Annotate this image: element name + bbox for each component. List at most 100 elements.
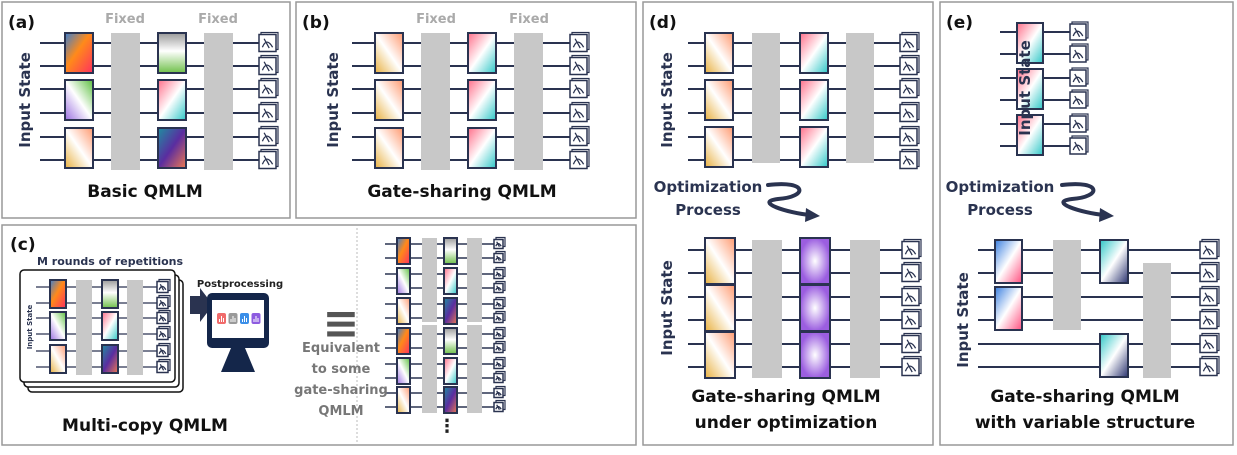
- measurement-box: [1199, 240, 1218, 260]
- measurement-box: [901, 287, 920, 307]
- gate: [704, 79, 734, 121]
- measurement-box: [569, 150, 588, 170]
- fixed-block: [127, 280, 143, 375]
- equivalent-text: QMLM: [318, 404, 363, 419]
- measurement-icon: [493, 356, 506, 370]
- measurement-icon: [1069, 113, 1089, 133]
- panel-b-label: (b): [302, 13, 330, 33]
- meter-needle: [1202, 245, 1215, 256]
- fixed-block: [467, 325, 482, 413]
- measurement-icon: [901, 238, 922, 260]
- input-state-label: Input State: [26, 304, 34, 349]
- measurement-box: [899, 33, 918, 53]
- meter-needle: [1202, 339, 1215, 350]
- gate: [467, 32, 497, 74]
- measurement-box: [258, 33, 277, 53]
- fixed-block: [204, 33, 233, 170]
- measurement-icon: [569, 125, 590, 147]
- measurement-box: [258, 56, 277, 76]
- measurement-icon: [258, 125, 279, 147]
- meter-needle: [572, 61, 585, 72]
- fixed-block: [421, 33, 450, 170]
- arrowhead: [805, 208, 820, 222]
- fixed-block: [1143, 263, 1171, 378]
- input-state-label: Input State: [324, 52, 342, 148]
- meter-needle: [1072, 95, 1084, 106]
- arrow-icon: [190, 288, 213, 322]
- measurement-icon: [258, 54, 279, 76]
- gate: [704, 126, 734, 168]
- meter-needle: [572, 155, 585, 166]
- meter-needle: [904, 245, 917, 256]
- fixed-block: [76, 280, 92, 375]
- meter-needle: [572, 84, 585, 95]
- measurement-icon: [1199, 332, 1220, 354]
- gate: [101, 311, 119, 341]
- measurement-icon: [899, 125, 920, 147]
- gate: [1099, 333, 1129, 378]
- gate: [443, 297, 458, 325]
- meter-needle: [1072, 141, 1084, 152]
- meter-needle: [495, 375, 502, 382]
- measurement-icon: [258, 31, 279, 53]
- measurement-box: [899, 56, 918, 76]
- measurement-box: [901, 263, 920, 283]
- gate: [799, 284, 831, 332]
- arrowhead: [1099, 208, 1114, 222]
- meter-needle: [261, 61, 274, 72]
- gate: [704, 284, 736, 332]
- gate: [157, 32, 187, 74]
- meter-needle: [495, 315, 502, 322]
- measurement-icon: [1199, 355, 1220, 377]
- ellipsis: ⋮: [438, 416, 456, 437]
- monitor-stand: [221, 348, 255, 372]
- measurement-icon: [1069, 135, 1089, 155]
- measurement-icon: [258, 101, 279, 123]
- meter-needle: [1202, 315, 1215, 326]
- gate: [374, 127, 404, 169]
- gate: [467, 79, 497, 121]
- meter-needle: [1202, 292, 1215, 303]
- measurement-icon: [569, 54, 590, 76]
- panel-d-title: Gate-sharing QMLM: [691, 387, 880, 407]
- measurement-icon: [1199, 238, 1220, 260]
- meter-needle: [158, 283, 167, 291]
- fixed-block: [111, 33, 140, 170]
- fixed-block: [1053, 240, 1081, 330]
- optimization-label: Process: [675, 201, 741, 219]
- panel-d-label: (d): [649, 13, 677, 33]
- gate: [374, 32, 404, 74]
- gate: [64, 127, 94, 169]
- equivalent-text: to some: [312, 362, 371, 377]
- gate: [799, 79, 829, 121]
- measurement-box: [1199, 334, 1218, 354]
- measurement-icon: [1069, 21, 1089, 41]
- fixed-label: Fixed: [509, 12, 549, 27]
- swirl-arrow-icon: [766, 182, 812, 217]
- panel-a: [1, 1, 291, 219]
- fixed-label: Fixed: [198, 12, 238, 27]
- measurement-icon: [1069, 89, 1089, 109]
- postprocessing-label: Postprocessing: [197, 279, 283, 290]
- meter-needle: [1072, 27, 1084, 38]
- measurement-icon: [1199, 285, 1220, 307]
- meter-needle: [495, 331, 502, 338]
- measurement-icon: [493, 250, 506, 264]
- meter-needle: [158, 314, 167, 322]
- input-state-label: Input State: [1016, 40, 1034, 136]
- measurement-box: [258, 103, 277, 123]
- gate: [704, 32, 734, 74]
- fixed-block: [422, 325, 437, 413]
- gate: [1016, 22, 1044, 64]
- optimization-label: Optimization: [946, 178, 1055, 196]
- measurement-box: [901, 310, 920, 330]
- measurement-icon: [156, 294, 171, 310]
- measurement-box: [258, 79, 277, 99]
- meter-needle: [902, 155, 915, 166]
- measurement-icon: [1069, 43, 1089, 63]
- optimization-label: Optimization: [654, 178, 763, 196]
- measurement-box: [1069, 45, 1087, 63]
- gate: [799, 32, 829, 74]
- fixed-block: [514, 33, 543, 170]
- measurement-icon: [156, 342, 171, 358]
